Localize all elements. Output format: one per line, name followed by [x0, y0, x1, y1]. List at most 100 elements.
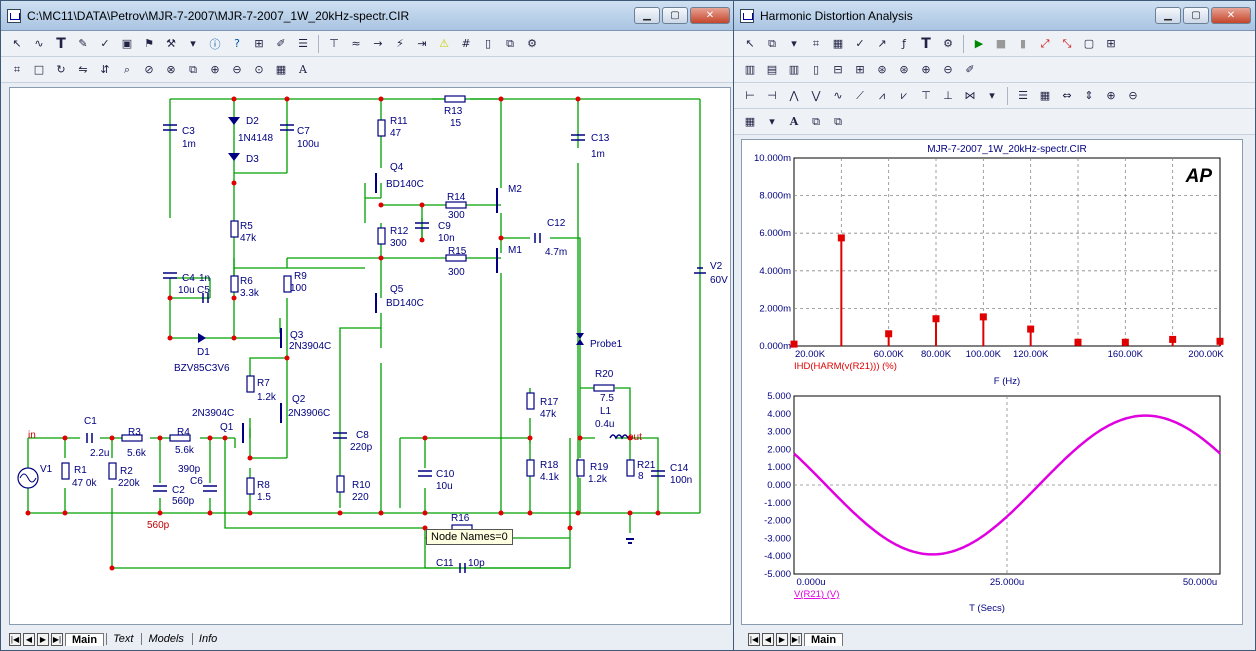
zoom-in-icon[interactable]: ⊕ [210, 63, 220, 76]
cursor-global-low-icon[interactable]: ⩗ [900, 88, 908, 102]
expand-icon[interactable]: ⤢ [1040, 36, 1050, 50]
zoom-y-icon[interactable]: ⊛ [899, 63, 909, 76]
analysis-prev-page-button[interactable]: ◀ [762, 632, 774, 646]
pin-icon[interactable]: ⇥ [417, 37, 427, 50]
flag-icon[interactable]: ⚑ [144, 37, 154, 50]
component-icon[interactable]: ▣ [121, 37, 133, 50]
analysis-properties-icon[interactable]: ⚙ [943, 37, 953, 50]
cursor-valley-icon[interactable]: ⊣ [767, 89, 777, 102]
stop-run-icon[interactable]: ■ [995, 37, 1007, 50]
select-mode-icon[interactable]: ↖ [12, 37, 22, 50]
cursor-dropdown-icon[interactable]: ▾ [989, 89, 995, 102]
analysis-last-page-button[interactable]: ▶| [790, 632, 802, 646]
analysis-font-icon[interactable]: A [789, 115, 799, 128]
find-icon[interactable]: ⌕ [123, 62, 131, 76]
mirror-icon[interactable]: ⇋ [78, 63, 88, 76]
analysis-titlebar[interactable]: Harmonic Distortion Analysis ▁ ▢ ✕ [734, 1, 1255, 31]
stop-icon[interactable]: ⊘ [144, 63, 154, 76]
plot-zoom-out-icon[interactable]: ⊖ [1128, 89, 1138, 102]
axis-minor-icon[interactable]: ⊞ [855, 63, 865, 76]
analysis-zoom-in-icon[interactable]: ⊕ [921, 63, 931, 76]
tiles-view-icon[interactable]: ▦ [744, 115, 756, 128]
properties-icon[interactable]: ⚙ [527, 37, 537, 50]
page-icon[interactable]: ▯ [484, 37, 492, 50]
maximize-button[interactable]: ▢ [662, 7, 688, 24]
next-page-button[interactable]: ▶ [37, 632, 49, 646]
node-voltages-icon[interactable]: ≈ [351, 37, 361, 50]
func-icon[interactable]: ƒ [902, 37, 906, 50]
cursor-slope-icon[interactable]: ⟋ [856, 88, 864, 102]
tiles-icon[interactable]: ▦ [275, 63, 287, 76]
pause-icon[interactable]: ▮ [1019, 37, 1027, 50]
box-icon[interactable]: □ [33, 63, 45, 76]
duplicate-icon[interactable]: ⧉ [189, 62, 197, 76]
tile-icon[interactable]: ⊞ [1106, 37, 1116, 50]
tools-icon[interactable]: ⚒ [166, 37, 176, 50]
analysis-maximize-button[interactable]: ▢ [1183, 7, 1209, 24]
help-icon[interactable]: ? [234, 37, 240, 50]
copy-icon[interactable]: ⧉ [506, 36, 514, 50]
calc-icon[interactable]: ▦ [1039, 89, 1051, 102]
cursor-peak-icon[interactable]: ⊢ [745, 89, 755, 102]
numeric-icon[interactable]: ☰ [1018, 89, 1028, 102]
scale-icon[interactable]: ⌗ [812, 36, 820, 50]
analysis-dropdown-icon[interactable]: ▾ [791, 37, 797, 50]
grid-none-icon[interactable]: ▯ [812, 63, 820, 76]
analysis-copy2-icon[interactable]: ⧉ [812, 114, 820, 128]
tab-main[interactable]: Main [65, 632, 105, 646]
rotate-icon[interactable]: ↻ [56, 63, 66, 76]
cursor-top-icon[interactable]: ⊤ [921, 89, 931, 102]
close-button[interactable]: ✕ [690, 7, 730, 24]
tab-models[interactable]: Models [141, 633, 189, 645]
wire-mode-icon[interactable]: ∿ [34, 37, 44, 50]
cursor-inflection-icon[interactable]: ∿ [833, 89, 843, 102]
cursor-bottom-icon[interactable]: ⊥ [943, 89, 953, 102]
minimize-button[interactable]: ▁ [634, 7, 660, 24]
zoom-out-icon[interactable]: ⊖ [232, 63, 242, 76]
analysis-text-icon[interactable]: T [921, 35, 931, 52]
text-mode-icon[interactable]: T [56, 35, 66, 52]
tag-horizontal-icon[interactable]: ↗ [877, 37, 887, 50]
check-icon[interactable]: ✓ [100, 37, 110, 50]
fit-icon[interactable]: ⌗ [13, 62, 21, 76]
tab-info[interactable]: Info [191, 633, 223, 645]
analysis-edit-icon[interactable]: ✐ [965, 63, 975, 76]
pen-icon[interactable]: ✎ [78, 37, 88, 50]
analysis-copy-icon[interactable]: ⧉ [768, 36, 776, 50]
tiles-dropdown-icon[interactable]: ▾ [769, 115, 775, 128]
analysis-tab-main[interactable]: Main [804, 632, 844, 646]
analysis-first-page-button[interactable]: |◀ [748, 632, 760, 646]
axis-icon[interactable]: ⊟ [833, 63, 843, 76]
cursor-low-icon[interactable]: ⋁ [811, 89, 821, 102]
flip-icon[interactable]: ⇵ [100, 63, 110, 76]
first-page-button[interactable]: |◀ [9, 632, 21, 646]
font-icon[interactable]: A [299, 63, 307, 76]
cancel-icon[interactable]: ⊗ [166, 63, 176, 76]
cursor-point-icon[interactable]: ⋈ [964, 89, 976, 102]
power-icon[interactable]: ⚡ [396, 37, 404, 50]
currents-icon[interactable]: → [373, 37, 383, 50]
grid-major-icon[interactable]: ▥ [788, 63, 800, 76]
grid-bold-icon[interactable]: ▥ [744, 63, 756, 76]
tab-text[interactable]: Text [106, 633, 139, 645]
grid-minor-icon[interactable]: ▤ [766, 63, 778, 76]
cursor-high-icon[interactable]: ⋀ [789, 89, 799, 102]
schematic-titlebar[interactable]: C:\MC11\DATA\Petrov\MJR-7-2007\MJR-7-200… [1, 1, 734, 31]
contract-icon[interactable]: ⤡ [1062, 36, 1072, 50]
window-icon[interactable]: ▢ [1083, 37, 1095, 50]
plot-zoom-in-icon[interactable]: ⊕ [1106, 89, 1116, 102]
dropdown-icon[interactable]: ▾ [190, 37, 196, 50]
warning-icon[interactable]: ⚠ [439, 37, 449, 50]
info-icon[interactable]: ⓘ [209, 37, 221, 51]
analysis-close-button[interactable]: ✕ [1211, 7, 1251, 24]
analysis-select-icon[interactable]: ↖ [745, 37, 755, 50]
analysis-paste-icon[interactable]: ⧉ [834, 114, 842, 128]
edit-icon[interactable]: ✐ [276, 37, 286, 50]
run-icon[interactable]: ▶ [974, 37, 984, 50]
fit-x-icon[interactable]: ⇔ [1062, 89, 1072, 102]
analysis-next-page-button[interactable]: ▶ [776, 632, 788, 646]
analysis-minimize-button[interactable]: ▁ [1155, 7, 1181, 24]
grid-toggle-icon[interactable]: # [461, 37, 471, 50]
chart-icon[interactable]: ▦ [832, 37, 844, 50]
